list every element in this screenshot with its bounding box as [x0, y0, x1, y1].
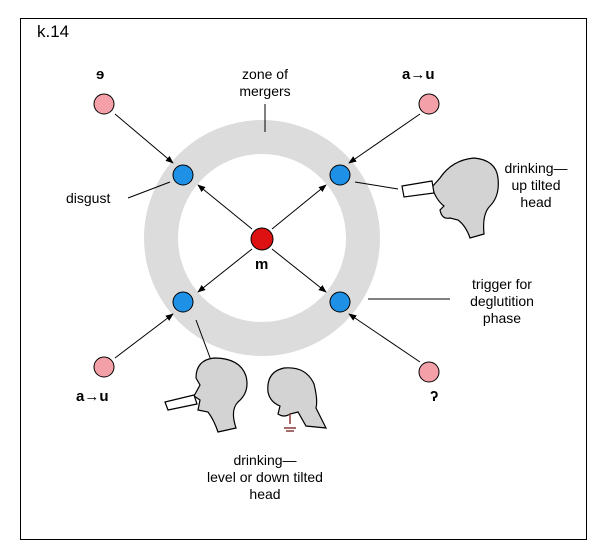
node-center [251, 228, 273, 250]
trigger-label: trigger for deglutition phase [454, 276, 550, 327]
disgust-label: disgust [66, 190, 110, 207]
liquid-drip-icon [284, 414, 296, 431]
head-down-tilted-icon [268, 368, 326, 428]
arrow-bottom-right-in [349, 314, 420, 362]
head-drinking-up-icon [402, 158, 498, 238]
node-label-bottom-left: a→u [76, 388, 109, 405]
zone-of-mergers-label: zone of mergers [222, 66, 308, 100]
arrow-bottom-left-in [115, 314, 173, 358]
arrow-center-bottom-left [198, 249, 252, 292]
trigger-line-3: phase [454, 310, 550, 327]
zone-label-line-2: mergers [222, 83, 308, 100]
drinking-up-line-3: head [496, 194, 576, 211]
node-inner-top-right [330, 165, 350, 185]
drinking-level-line-2: level or down tilted [180, 469, 350, 486]
node-top-right [419, 94, 439, 114]
node-inner-bottom-right [330, 292, 350, 312]
trigger-line-1: trigger for [454, 276, 550, 293]
drinking-level-label: drinking— level or down tilted head [180, 452, 350, 503]
node-top-left [94, 94, 114, 114]
drinking-level-line-3: head [180, 486, 350, 503]
arrow-center-bottom-right [272, 249, 326, 292]
drinking-up-line-2: up tilted [496, 177, 576, 194]
zone-label-line-1: zone of [222, 66, 308, 83]
head-drinking-level-icon [165, 358, 247, 432]
drinking-up-line-1: drinking— [496, 160, 576, 177]
node-inner-top-left [173, 165, 193, 185]
drinking-level-line-1: drinking— [180, 452, 350, 469]
node-bottom-right [419, 362, 439, 382]
arrow-center-top-right [272, 185, 326, 229]
arrow-top-right-in [349, 114, 420, 163]
arrow-center-top-left [198, 185, 252, 229]
node-label-center: m [255, 256, 268, 273]
arrow-top-left-in [115, 114, 173, 163]
node-label-top-left: ɘ [96, 66, 104, 83]
node-label-top-right: a→u [402, 66, 435, 83]
drinking-up-label: drinking— up tilted head [496, 160, 576, 211]
figure-id: k.14 [37, 22, 69, 42]
node-inner-bottom-left [173, 292, 193, 312]
node-bottom-left [94, 357, 114, 377]
trigger-line-2: deglutition [454, 293, 550, 310]
node-label-bottom-right: ʔ [430, 388, 438, 405]
